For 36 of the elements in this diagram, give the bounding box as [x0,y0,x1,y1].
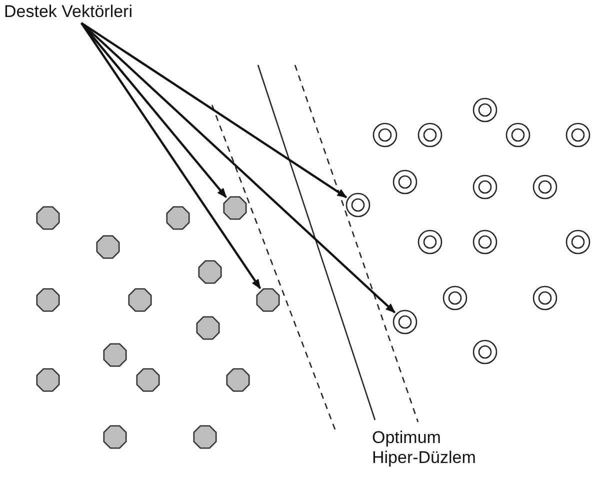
ring-data-point [505,122,531,148]
octagon-data-point [192,424,218,450]
octagon-data-point [95,234,121,260]
octagon-data-point [102,424,128,450]
octagon-data-point [135,367,161,393]
octagon-data-point [165,205,191,231]
ring-data-point [565,229,591,255]
ring-data-point [532,174,558,200]
octagon-data-point [197,259,223,285]
ring-data-point [532,285,558,311]
leader-arrow [80,22,262,290]
ring-data-point [442,285,468,311]
ring-data-point [472,97,498,123]
octagon-data-point [35,205,61,231]
octagon-data-point [35,367,61,393]
ring-data-point [392,169,418,195]
ring-data-point [472,229,498,255]
ring-data-point [372,122,398,148]
callout-text: Destek Vektörleri [4,2,132,22]
ring-data-point [345,192,371,218]
ring-data-point [417,229,443,255]
hyperplane-label: Optimum Hiper-Düzlem [372,428,477,468]
ring-data-point [472,339,498,365]
leader-arrow [80,22,396,314]
ring-data-point [565,122,591,148]
ring-data-point [392,309,418,335]
octagon-data-point [225,367,251,393]
ring-data-point [472,174,498,200]
octagon-data-point [195,315,221,341]
octagon-data-point [222,195,248,221]
octagon-data-point [127,287,153,313]
leader-arrow [80,22,348,198]
octagon-data-point [255,287,281,313]
octagon-data-point [35,287,61,313]
octagon-data-point [102,342,128,368]
ring-data-point [417,122,443,148]
